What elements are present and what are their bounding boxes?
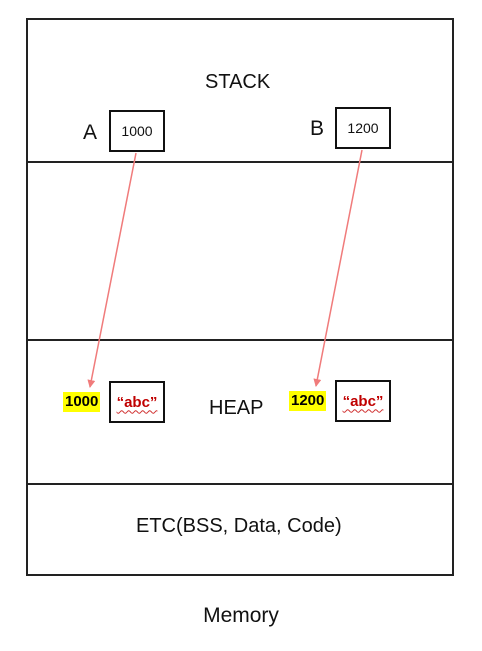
stack-var-b-name: B <box>310 117 325 140</box>
stack-var-a-box: 1000 <box>109 110 165 152</box>
stack-divider <box>26 161 454 163</box>
heap-object-2-address: 1200 <box>289 391 327 411</box>
stack-region-label: STACK <box>205 71 271 93</box>
heap-object-1-value: “abc” <box>116 393 158 411</box>
free-space-divider <box>26 339 454 341</box>
heap-region-label: HEAP <box>209 397 264 419</box>
heap-object-1-address: 1000 <box>63 392 101 412</box>
stack-var-b-address: 1200 <box>347 120 379 136</box>
stack-var-a-name: A <box>83 121 98 144</box>
etc-region-label: ETC(BSS, Data, Code) <box>136 515 342 537</box>
heap-object-2-value: “abc” <box>342 392 384 410</box>
heap-object-1-box: “abc” <box>109 381 165 423</box>
heap-object-2-box: “abc” <box>335 380 391 422</box>
stack-var-a-address: 1000 <box>121 123 153 139</box>
heap-divider <box>26 483 454 485</box>
stack-var-b-box: 1200 <box>335 107 391 149</box>
memory-layout <box>26 18 454 576</box>
diagram-caption: Memory <box>203 604 279 627</box>
